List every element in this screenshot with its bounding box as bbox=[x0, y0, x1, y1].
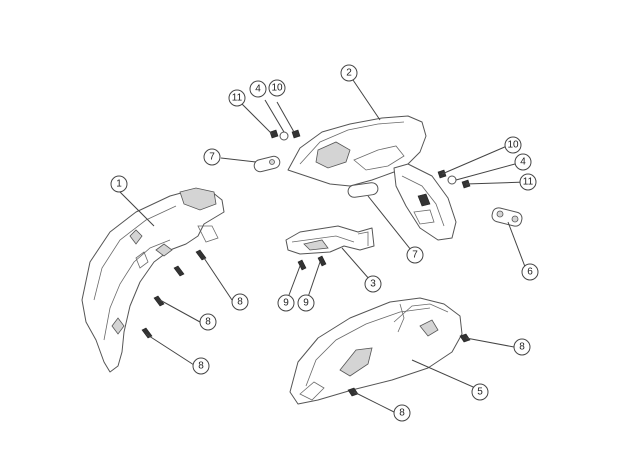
part-5-lower-cover bbox=[289, 297, 463, 405]
callout-8-c: 8 bbox=[192, 357, 210, 375]
callout-9-b-label: 9 bbox=[303, 298, 309, 309]
screws-9 bbox=[297, 255, 327, 271]
callout-6-label: 6 bbox=[527, 267, 533, 278]
screws-8 bbox=[141, 249, 471, 397]
screw-8-d bbox=[141, 327, 153, 339]
callout-5-label: 5 bbox=[477, 387, 483, 398]
part-1-inner-fender bbox=[81, 187, 225, 373]
screw-9-a bbox=[297, 259, 307, 271]
callout-4-left-label: 4 bbox=[255, 84, 261, 95]
callout-6: 6 bbox=[521, 263, 539, 281]
callout-2-label: 2 bbox=[346, 68, 352, 79]
part-3-plate-bracket bbox=[285, 225, 375, 255]
callout-8-e-label: 8 bbox=[399, 408, 405, 419]
callout-5: 5 bbox=[471, 383, 489, 401]
hardware-group-left bbox=[269, 129, 301, 141]
callout-8-b: 8 bbox=[199, 313, 217, 331]
callout-9-a-label: 9 bbox=[283, 298, 289, 309]
part-6-reflector bbox=[491, 207, 523, 227]
part-7-reflector-right bbox=[347, 182, 379, 198]
callout-8-b-label: 8 bbox=[205, 317, 211, 328]
callout-11-left-label: 11 bbox=[232, 93, 243, 104]
hardware-group-right bbox=[437, 169, 471, 189]
callout-8-d: 8 bbox=[513, 338, 531, 356]
screw-8-b bbox=[173, 265, 185, 277]
part-2-rear-fender bbox=[287, 115, 457, 241]
washer-4-right bbox=[447, 175, 457, 185]
callout-7-right-label: 7 bbox=[412, 250, 418, 261]
leader-lines bbox=[119, 79, 528, 413]
callout-4-left: 4 bbox=[249, 80, 267, 98]
callout-9-a: 9 bbox=[277, 294, 295, 312]
callout-8-d-label: 8 bbox=[519, 342, 525, 353]
callout-9-b: 9 bbox=[297, 294, 315, 312]
callout-10-right-label: 10 bbox=[507, 140, 519, 151]
callout-3: 3 bbox=[364, 275, 382, 293]
screw-8-c bbox=[153, 295, 165, 307]
callout-2: 2 bbox=[340, 64, 358, 82]
callout-11-right-label: 11 bbox=[523, 177, 534, 188]
callout-8-e: 8 bbox=[393, 404, 411, 422]
callout-8-a: 8 bbox=[231, 293, 249, 311]
screw-11-left bbox=[269, 129, 279, 139]
callout-3-label: 3 bbox=[370, 279, 376, 290]
callout-10-left-label: 10 bbox=[271, 83, 283, 94]
screw-8-e bbox=[459, 333, 471, 343]
callout-7-left-label: 7 bbox=[209, 152, 215, 163]
callout-10-left: 10 bbox=[268, 79, 286, 97]
screw-8-a bbox=[195, 249, 207, 261]
callout-1: 1 bbox=[110, 175, 128, 193]
callout-4-right: 4 bbox=[514, 153, 532, 171]
callout-4-right-label: 4 bbox=[520, 157, 526, 168]
screw-9-b bbox=[317, 255, 327, 267]
callout-1-label: 1 bbox=[116, 179, 122, 190]
callout-11-right: 11 bbox=[519, 173, 537, 191]
callout-7-right: 7 bbox=[406, 246, 424, 264]
callout-8-a-label: 8 bbox=[237, 297, 243, 308]
callout-10-right: 10 bbox=[504, 136, 522, 154]
washer-4-left bbox=[279, 131, 289, 141]
callout-8-c-label: 8 bbox=[198, 361, 204, 372]
callout-11-left: 11 bbox=[228, 89, 246, 107]
callout-7-left: 7 bbox=[203, 148, 221, 166]
part-7-reflector-left bbox=[253, 155, 281, 173]
